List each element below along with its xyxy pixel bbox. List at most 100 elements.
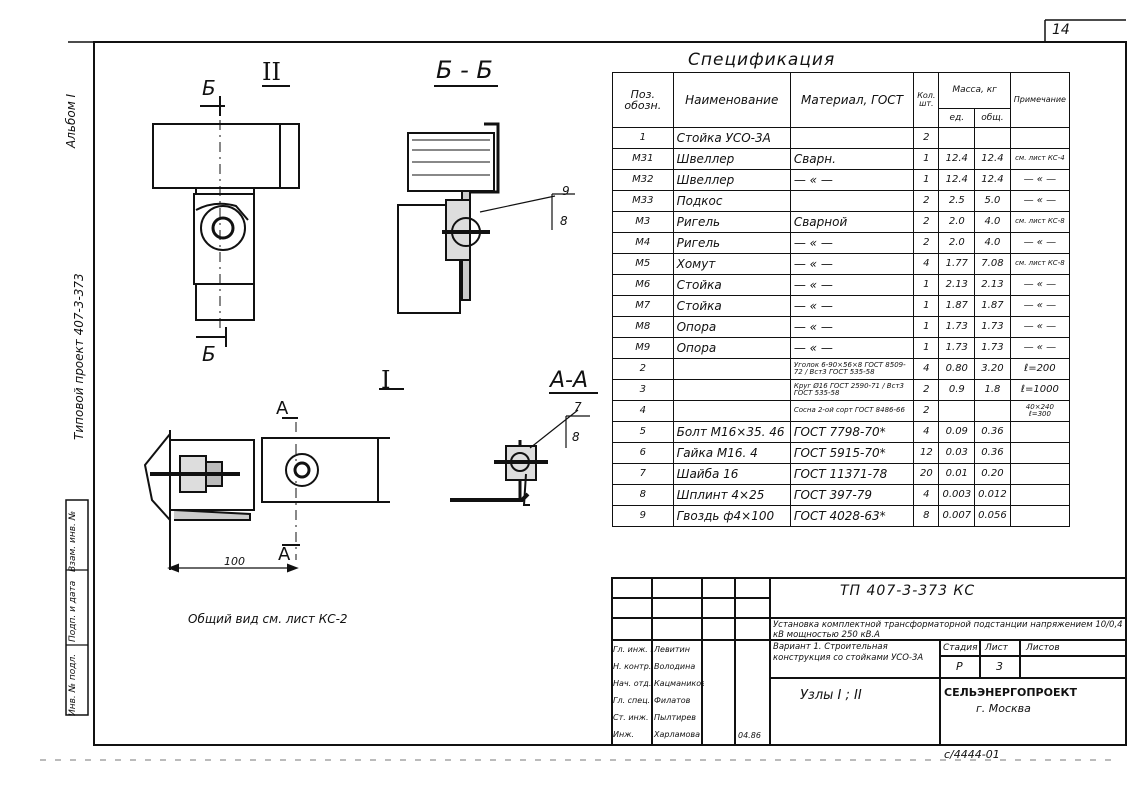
- approval-date: 04.86: [738, 731, 761, 740]
- spec-cell-pos: 4: [612, 400, 674, 422]
- spec-cell-material: — « —: [789, 316, 915, 338]
- spec-cell-total: 0.20: [974, 463, 1011, 485]
- title-block-frame: [611, 577, 1127, 746]
- spec-cell-name: [672, 400, 791, 422]
- spec-cell-qty: 2: [913, 232, 940, 254]
- spec-cell-total: 12.4: [974, 148, 1011, 170]
- spec-cell-note: см. лист КС-8: [1009, 211, 1071, 233]
- spec-cell-pos: 3: [612, 379, 674, 401]
- spec-cell-name: Стойка: [672, 295, 791, 317]
- spec-cell-material: — « —: [789, 253, 915, 275]
- spec-cell-note: — « —: [1009, 274, 1071, 296]
- spec-cell-total: 3.20: [974, 358, 1011, 380]
- spec-cell-pos: М6: [612, 274, 674, 296]
- spec-cell-note: — « —: [1009, 295, 1071, 317]
- spec-cell-unit: 0.9: [938, 379, 976, 401]
- spec-cell-total: 4.0: [974, 211, 1011, 233]
- spec-cell-name: [672, 379, 791, 401]
- spec-cell-qty: 1: [913, 295, 940, 317]
- header-material: Материал, ГОСТ: [789, 72, 915, 128]
- spec-cell-material: — « —: [789, 232, 915, 254]
- spec-cell-name: Болт М16×35. 46: [672, 421, 791, 443]
- side-stamp-cell-2: Подп. и дата: [68, 580, 78, 642]
- signature-name: Пылтирев: [654, 713, 697, 722]
- spec-cell-name: Гвоздь ф4×100: [672, 505, 791, 527]
- spec-cell-pos: 8: [612, 484, 674, 506]
- spec-cell-note: [1009, 421, 1071, 443]
- spec-cell-unit: 2.0: [938, 232, 976, 254]
- spec-cell-total: 7.08: [974, 253, 1011, 275]
- signature-row: Гл. спец.Филатов: [613, 692, 769, 709]
- view-I: [143, 388, 404, 573]
- spec-cell-material: — « —: [789, 295, 915, 317]
- variant-description: Вариант 1. Строительная конструкция со с…: [773, 642, 924, 663]
- spec-cell-unit: 0.003: [938, 484, 976, 506]
- stage-value: Р: [956, 660, 963, 673]
- sheet-header: Лист: [985, 643, 1008, 653]
- header-mass-total: общ.: [974, 108, 1011, 128]
- spec-cell-qty: 8: [913, 505, 940, 527]
- spec-cell-name: Швеллер: [672, 169, 791, 191]
- spec-cell-name: Гайка М16. 4: [672, 442, 791, 464]
- sheet-value: 3: [996, 660, 1003, 673]
- spec-cell-unit: 1.77: [938, 253, 976, 275]
- sheets-header: Листов: [1026, 643, 1060, 653]
- spec-cell-material: ГОСТ 397-79: [789, 484, 915, 506]
- spec-cell-unit: 12.4: [938, 169, 976, 191]
- spec-cell-total: 1.73: [974, 337, 1011, 359]
- spec-cell-pos: 2: [612, 358, 674, 380]
- spec-cell-pos: М31: [612, 148, 674, 170]
- spec-cell-total: [974, 400, 1011, 422]
- spec-cell-qty: 2: [913, 127, 940, 149]
- cut-a-bottom: А: [278, 544, 291, 565]
- spec-cell-total: 2.13: [974, 274, 1011, 296]
- spec-cell-unit: 12.4: [938, 148, 976, 170]
- spec-cell-note: — « —: [1009, 232, 1071, 254]
- spec-cell-unit: 0.01: [938, 463, 976, 485]
- spec-cell-qty: 1: [913, 316, 940, 338]
- cut-a-top: А: [276, 398, 289, 419]
- spec-cell-material: ГОСТ 11371-78: [789, 463, 915, 485]
- signature-role: Нач. отд.: [613, 679, 652, 688]
- signature-name: Харламова: [654, 730, 701, 739]
- signature-row: Нач. отд.Кацмаников: [613, 675, 769, 692]
- signature-name: Кацмаников: [654, 679, 704, 688]
- spec-cell-note: ℓ=1000: [1009, 379, 1071, 401]
- callout-8-b: 8: [560, 214, 568, 228]
- organization-name: СЕЛЬЭНЕРГОПРОЕКТ: [944, 686, 1077, 699]
- spec-cell-name: Стойка: [672, 274, 791, 296]
- spec-cell-unit: 0.80: [938, 358, 976, 380]
- spec-cell-unit: 1.73: [938, 337, 976, 359]
- spec-cell-qty: 2: [913, 379, 940, 401]
- spec-cell-qty: 4: [913, 358, 940, 380]
- spec-cell-note: — « —: [1009, 316, 1071, 338]
- spec-cell-material: Сосна 2-ой сорт ГОСТ 8486-66: [789, 400, 915, 422]
- spec-cell-pos: М7: [612, 295, 674, 317]
- spec-title: Спецификация: [688, 50, 836, 70]
- spec-cell-note: — « —: [1009, 337, 1071, 359]
- callout-8-a: 8: [572, 430, 580, 444]
- signature-name: Левитин: [654, 645, 690, 654]
- spec-cell-unit: [938, 400, 976, 422]
- spec-cell-pos: 7: [612, 463, 674, 485]
- spec-cell-name: Ригель: [672, 211, 791, 233]
- spec-cell-qty: 1: [913, 148, 940, 170]
- spec-cell-note: см. лист КС-8: [1009, 253, 1071, 275]
- spec-cell-note: [1009, 127, 1071, 149]
- spec-cell-pos: М9: [612, 337, 674, 359]
- bottom-code: с/4444-01: [944, 748, 1000, 761]
- signature-name: Филатов: [654, 696, 691, 705]
- spec-cell-qty: 2: [913, 400, 940, 422]
- signature-row: Ст. инж.Пылтирев: [613, 709, 769, 726]
